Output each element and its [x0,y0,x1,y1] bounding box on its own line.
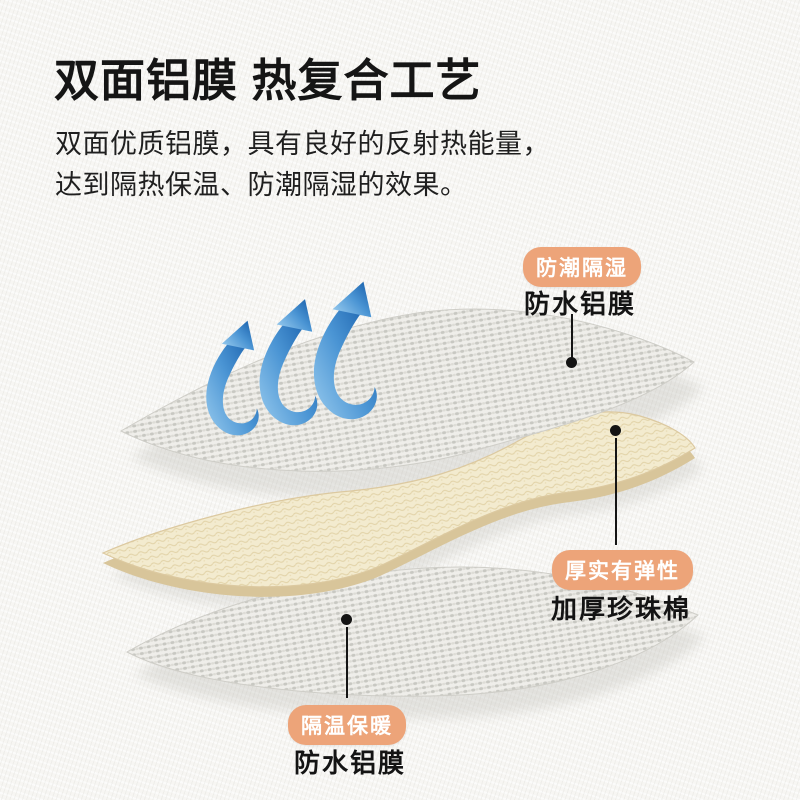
label-waterproof-film-bottom: 防水铝膜 [294,748,407,778]
description-line-2: 达到隔热保温、防潮隔湿的效果。 [55,170,468,200]
callout-dot [566,357,577,368]
callout-line [615,438,617,545]
label-waterproof-film-top: 防水铝膜 [524,289,637,319]
callout-dot [610,425,621,436]
badge-moisture-proof: 防潮隔湿 [523,247,641,287]
description-line-1: 双面优质铝膜，具有良好的反射热能量， [55,129,550,159]
callout-line [346,627,348,698]
badge-thick-elastic: 厚实有弹性 [552,550,693,590]
callout-line [571,314,573,360]
callout-dot [341,614,352,625]
page-title: 双面铝膜 热复合工艺 [54,55,482,106]
badge-heat-insulation: 隔温保暖 [288,705,406,745]
label-pearl-cotton: 加厚珍珠棉 [551,594,692,624]
top-film-layer [119,308,695,472]
pearl-cotton-layer [101,411,696,588]
